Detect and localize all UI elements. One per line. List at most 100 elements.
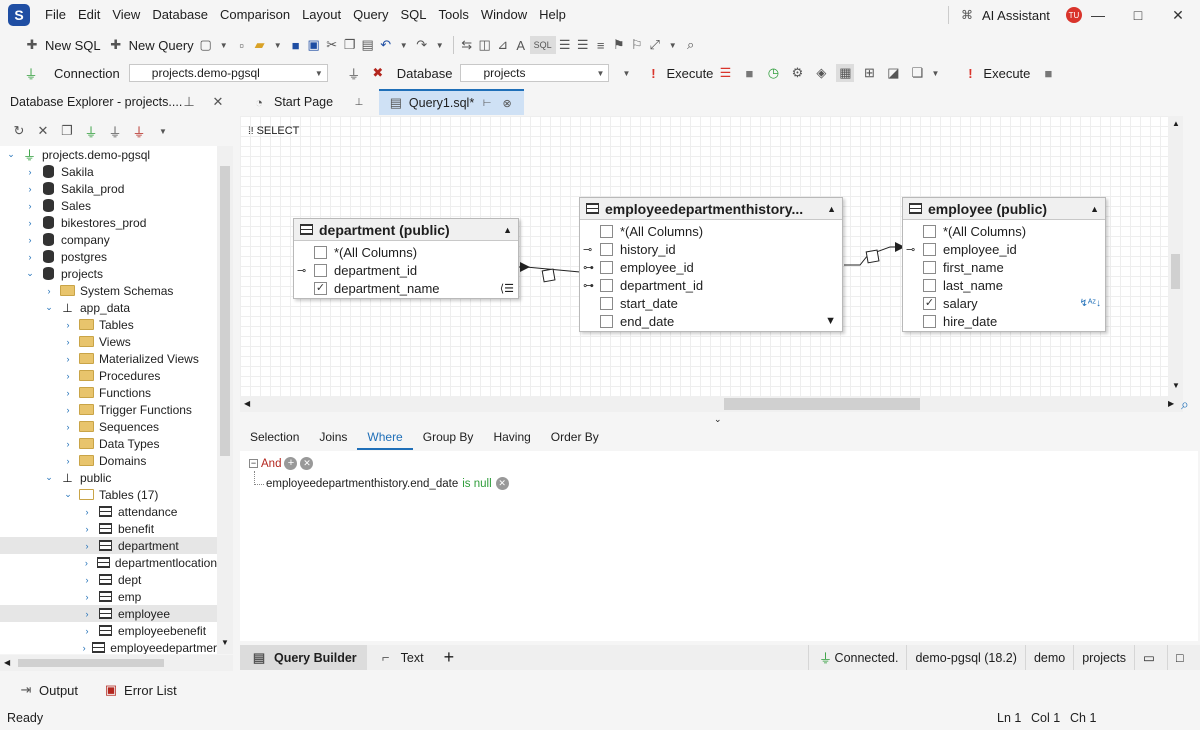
scroll-up-icon[interactable]: ▲ <box>1172 119 1180 128</box>
scroll-down-icon[interactable]: ▼ <box>1172 381 1180 390</box>
diagram-column[interactable]: *(All Columns) <box>580 222 842 240</box>
chevron-right-icon[interactable]: › <box>28 234 32 245</box>
snapshot-icon[interactable]: ◫ <box>478 37 491 52</box>
dropdown-arrow-icon[interactable]: ▼ <box>435 40 444 50</box>
chevron-right-icon[interactable]: › <box>66 370 70 381</box>
chevron-right-icon[interactable]: › <box>84 557 88 568</box>
splitter-chevron-icon[interactable]: ⌄ <box>714 414 722 424</box>
pin-icon[interactable]: ⊥ <box>354 96 364 108</box>
diagram-table-header[interactable]: department (public)▲ <box>294 219 518 241</box>
tree-item[interactable]: ›postgres <box>0 248 217 265</box>
chevron-right-icon[interactable]: › <box>66 438 70 449</box>
connection-select[interactable]: projects.demo-pgsql▼ <box>128 64 328 82</box>
diagram-column[interactable]: ⊸history_id <box>580 240 842 258</box>
tree-item[interactable]: ›Functions <box>0 384 217 401</box>
menu-edit[interactable]: Edit <box>77 7 101 22</box>
export-icon[interactable]: ❏ <box>911 65 924 80</box>
diagram-column[interactable]: *(All Columns) <box>294 243 518 261</box>
tree-item[interactable]: ›Sakila_prod <box>0 180 217 197</box>
condition-operator[interactable]: is null <box>462 477 492 490</box>
column-checkbox[interactable] <box>923 224 936 238</box>
outdent-icon[interactable]: ☰ <box>576 37 589 52</box>
chevron-right-icon[interactable]: › <box>28 200 32 211</box>
add-condition-icon[interactable]: + <box>284 457 298 470</box>
column-checkbox[interactable]: ✓ <box>314 281 327 295</box>
chevron-right-icon[interactable]: › <box>85 608 89 619</box>
delete-icon[interactable]: ✕ <box>37 123 49 138</box>
find-icon[interactable]: ⌕ <box>687 37 695 52</box>
menu-tools[interactable]: Tools <box>438 7 469 22</box>
ai-assistant-button[interactable]: ⌘ AI Assistant TU <box>958 0 1082 30</box>
tree-item[interactable]: ›Procedures <box>0 367 217 384</box>
dropdown-arrow-icon[interactable]: ▼ <box>273 40 282 50</box>
dropdown-arrow-icon[interactable]: ▼ <box>219 40 228 50</box>
diagram-table-header[interactable]: employee (public)▲ <box>903 198 1105 220</box>
spell-icon[interactable]: A <box>516 37 525 53</box>
chevron-right-icon[interactable]: › <box>85 574 89 585</box>
dropdown-arrow-icon[interactable]: ▼ <box>668 40 677 50</box>
add-tab-button[interactable]: + <box>434 645 465 670</box>
output-expression-icon[interactable]: ⟨☰ <box>499 282 514 295</box>
chevron-right-icon[interactable]: › <box>85 540 89 551</box>
remove-condition-icon[interactable]: ✕ <box>495 477 509 490</box>
refresh-icon[interactable]: ↻ <box>13 123 25 138</box>
chevron-right-icon[interactable]: › <box>28 217 32 228</box>
chevron-right-icon[interactable]: › <box>66 319 70 330</box>
history-icon[interactable]: ◷ <box>767 65 780 80</box>
minimize-button[interactable]: — <box>1091 7 1105 23</box>
scroll-thumb[interactable] <box>220 166 230 456</box>
close-button[interactable]: ✕ <box>1172 6 1184 23</box>
chevron-down-icon[interactable]: ⌄ <box>7 149 15 159</box>
new-query-button[interactable]: ✚ New Query <box>104 33 197 57</box>
indent-icon[interactable]: ☰ <box>558 37 571 52</box>
diagram-table[interactable]: employee (public)▲*(All Columns)⊸employe… <box>902 197 1106 332</box>
disconnect-icon[interactable]: ✖ <box>372 65 384 80</box>
diagram-column[interactable]: ⊸employee_id <box>903 240 1105 258</box>
tab-having[interactable]: Having <box>493 430 531 444</box>
chevron-right-icon[interactable]: › <box>28 166 32 177</box>
tree-item[interactable]: ›Data Types <box>0 435 217 452</box>
tree-item[interactable]: ›System Schemas <box>0 282 217 299</box>
diagram-column[interactable]: ✓department_name⟨☰ <box>294 279 518 297</box>
collapse-up-icon[interactable]: ▲ <box>1090 203 1099 214</box>
menu-database[interactable]: Database <box>152 7 208 22</box>
select-node[interactable]: ⁞! SELECT <box>248 125 299 137</box>
chevron-down-icon[interactable]: ⌄ <box>64 489 72 499</box>
query-builder-toggle-icon[interactable]: ▦ <box>836 64 855 82</box>
chevron-right-icon[interactable]: › <box>66 353 70 364</box>
scroll-thumb[interactable] <box>724 398 920 410</box>
column-checkbox[interactable] <box>923 242 936 256</box>
connect-icon[interactable]: ⏚ <box>108 124 122 140</box>
tree-item[interactable]: ›Tables <box>0 316 217 333</box>
chevron-right-icon[interactable]: › <box>82 642 86 653</box>
pin-icon[interactable]: ⊢ <box>482 97 492 109</box>
chevron-right-icon[interactable]: › <box>66 455 70 466</box>
tree-item[interactable]: ›dept <box>0 571 217 588</box>
column-checkbox[interactable] <box>600 260 613 274</box>
format-icon[interactable]: ⊿ <box>497 37 509 52</box>
zoom-icon[interactable]: ⌕ <box>1181 396 1189 412</box>
tab-where[interactable]: Where <box>357 425 413 450</box>
tab-selection[interactable]: Selection <box>250 430 300 444</box>
tree-item[interactable]: ⌄Tables (17) <box>0 486 217 503</box>
tree-scrollbar[interactable]: ▼ <box>217 146 233 654</box>
filter-icon[interactable]: ▼ <box>825 315 836 327</box>
tree-item[interactable]: ›Views <box>0 333 217 350</box>
collapse-up-icon[interactable]: ▲ <box>503 224 512 235</box>
menu-help[interactable]: Help <box>539 7 566 22</box>
tab-group-by[interactable]: Group By <box>422 430 474 444</box>
layout-full-button[interactable]: □ <box>1167 645 1200 670</box>
diagram-table[interactable]: employeedepartmenthistory...▲*(All Colum… <box>579 197 843 332</box>
chevron-right-icon[interactable]: › <box>85 591 89 602</box>
column-checkbox[interactable] <box>923 278 936 292</box>
tree-item[interactable]: ⌄projects <box>0 265 217 282</box>
tree-item[interactable]: ›emp <box>0 588 217 605</box>
scroll-left-icon[interactable]: ◀ <box>244 399 251 408</box>
diagram-column[interactable]: first_name <box>903 258 1105 276</box>
chevron-right-icon[interactable]: › <box>28 183 32 194</box>
cut-icon[interactable]: ✂ <box>326 37 338 52</box>
new-file-icon[interactable]: ▫ <box>239 37 244 53</box>
layout-bottom-button[interactable]: ▭ <box>1134 645 1167 670</box>
canvas-hscroll[interactable]: ◀ ▶ <box>240 396 1183 412</box>
tree-item[interactable]: ›Materialized Views <box>0 350 217 367</box>
